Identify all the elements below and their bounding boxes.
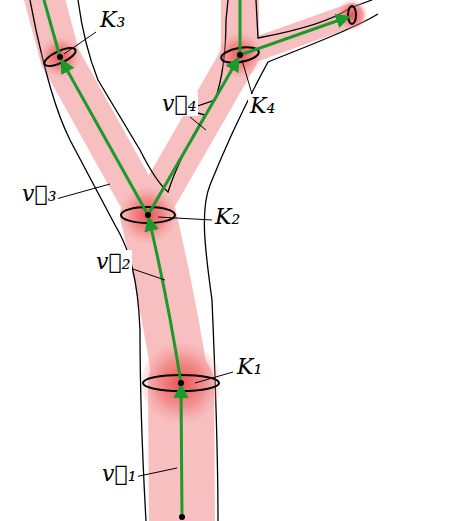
branch-outline bbox=[30, 0, 378, 521]
vector-label: v⃗₁ bbox=[100, 462, 138, 486]
sphere-label: K₁ bbox=[235, 355, 264, 379]
sphere-label: K₂ bbox=[213, 205, 242, 229]
vector-arrow bbox=[62, 17, 348, 517]
node-sphere bbox=[40, 0, 367, 423]
node-dot bbox=[57, 52, 243, 520]
cross-section bbox=[42, 6, 356, 391]
leader-line bbox=[56, 32, 252, 478]
tube-band bbox=[42, 0, 352, 521]
sphere-label: K₄ bbox=[248, 94, 277, 118]
vector-label: v⃗₃ bbox=[20, 182, 58, 206]
vector-label: v⃗₄ bbox=[160, 92, 198, 116]
vector-label: v⃗₂ bbox=[94, 250, 132, 274]
vector-line bbox=[44, 0, 240, 57]
sphere-label: K₃ bbox=[98, 8, 127, 32]
